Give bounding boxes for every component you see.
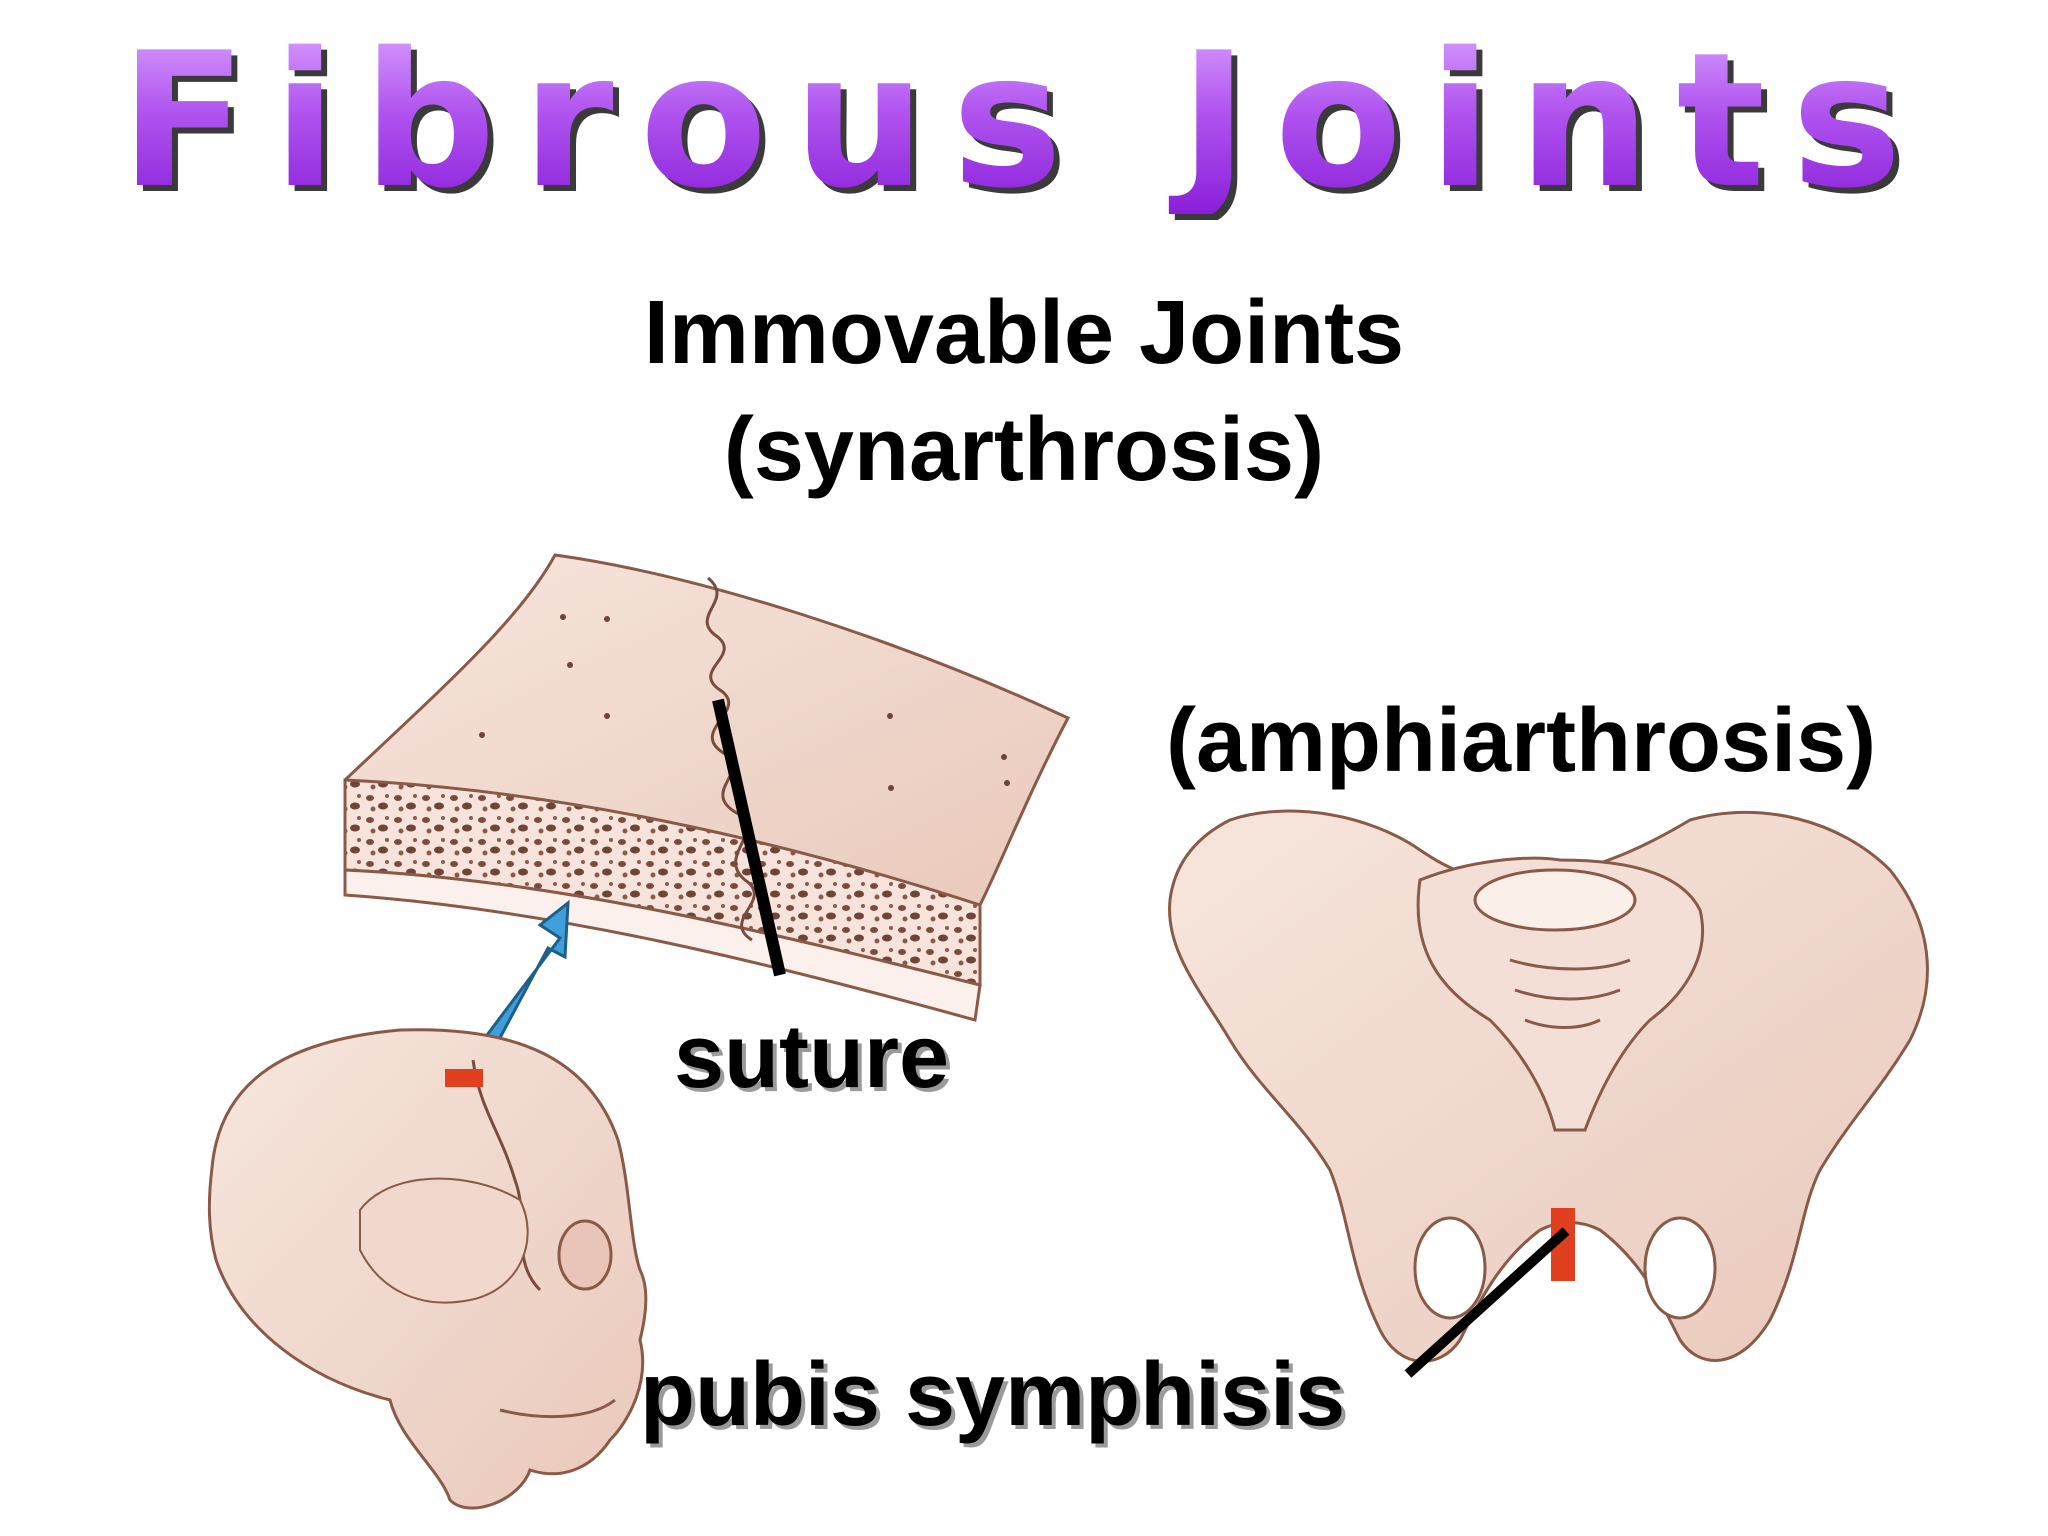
label-pubis-symphisis: pubis symphisis [640,1345,1346,1445]
suture-highlight-marker [445,1069,483,1087]
slide-title: Fibrous Joints [0,28,2048,214]
label-amphiarthrosis: (amphiarthrosis) [1166,691,1877,791]
skull-illustration [207,1028,648,1510]
pubis-pointer-line [1404,1227,1570,1378]
pelvis-illustration [1168,809,1929,1363]
subtitle-synarthrosis: (synarthrosis) [723,400,1325,500]
subtitle-immovable-joints: Immovable Joints [643,283,1405,383]
bone-slab-illustration [343,553,1071,1022]
suture-pointer-line [712,698,786,977]
label-suture: suture [674,1007,950,1107]
